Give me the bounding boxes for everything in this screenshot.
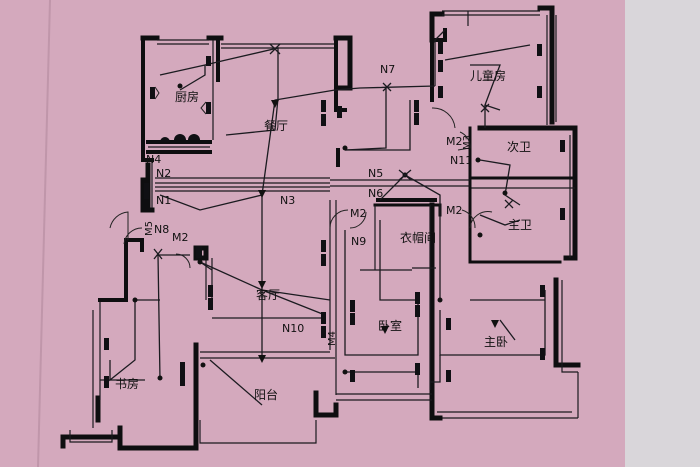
circuit-n10: N10 bbox=[282, 322, 304, 335]
fixture-living-right-2 bbox=[321, 312, 326, 338]
fixture-bedroom-bottom bbox=[350, 363, 420, 382]
fixture-bath2-right bbox=[560, 208, 565, 220]
walls bbox=[60, 5, 581, 451]
room-labels: 厨房 餐厅 儿童房 次卫 主卫 衣帽间 客厅 卧室 主卧 书房 阳台 bbox=[115, 68, 532, 402]
room-kids: 儿童房 bbox=[470, 68, 506, 83]
circuit-m2-cloak: M2 bbox=[350, 207, 367, 220]
fixture-corridor bbox=[144, 183, 202, 258]
background-right bbox=[625, 0, 700, 467]
room-master-bath: 主卫 bbox=[508, 218, 532, 232]
room-balcony: 阳台 bbox=[254, 387, 278, 402]
fixture-kitchen-top bbox=[206, 56, 211, 66]
circuit-labels: N7 N4 N2 N1 N3 N5 N6 N8 N9 N10 N11 M2 M2… bbox=[144, 63, 473, 346]
circuit-m5: M5 bbox=[144, 221, 155, 236]
room-master-bedroom: 主卧 bbox=[484, 335, 508, 349]
fixture-kids-left-3 bbox=[438, 86, 443, 98]
circuit-m2-living: M2 bbox=[172, 231, 189, 244]
fixture-n7-right bbox=[414, 100, 419, 125]
circuit-m2-bath-upper: M2 bbox=[446, 135, 463, 148]
circuit-m4: M4 bbox=[327, 331, 338, 346]
ceiling-lights bbox=[153, 43, 514, 260]
fixture-living-left-2 bbox=[208, 298, 213, 310]
circuit-n1: N1 bbox=[156, 194, 171, 207]
room-dining: 餐厅 bbox=[264, 118, 288, 133]
room-living: 客厅 bbox=[256, 287, 280, 302]
fixture-living-right-1 bbox=[321, 240, 326, 266]
circuit-m3: M3 bbox=[462, 135, 473, 150]
doors bbox=[109, 107, 493, 269]
fixture-master-left bbox=[446, 318, 451, 382]
paper-fold bbox=[37, 0, 51, 467]
circuit-n4: N4 bbox=[146, 153, 161, 166]
circuit-n3: N3 bbox=[280, 194, 295, 207]
circuit-n7: N7 bbox=[380, 63, 395, 76]
kitchen-counter-fixtures bbox=[160, 134, 200, 142]
fixture-dining-left bbox=[321, 100, 326, 126]
fixture-master-right bbox=[540, 285, 545, 360]
room-kitchen: 厨房 bbox=[175, 89, 199, 104]
fixture-kids-right-2 bbox=[537, 86, 542, 98]
fixture-kids-left-2 bbox=[438, 60, 443, 72]
room-cloakroom: 衣帽间 bbox=[400, 230, 436, 245]
fixture-bedroom-right bbox=[415, 292, 420, 317]
fixture-living-left-1 bbox=[208, 285, 213, 297]
circuit-n9: N9 bbox=[351, 235, 366, 248]
light-points bbox=[132, 83, 508, 381]
fixture-kids-left-1 bbox=[438, 42, 443, 54]
fixture-bedroom-left bbox=[350, 300, 355, 325]
room-bedroom: 卧室 bbox=[378, 318, 402, 333]
circuit-n8: N8 bbox=[154, 223, 169, 236]
junction-markers bbox=[258, 100, 499, 363]
paper-sheet bbox=[0, 0, 625, 467]
room-second-bath: 次卫 bbox=[507, 140, 531, 154]
fixture-bath-right bbox=[560, 140, 565, 152]
circuit-n6: N6 bbox=[368, 187, 383, 200]
circuit-n11: N11 bbox=[450, 154, 472, 167]
circuit-n5: N5 bbox=[368, 167, 383, 180]
fixture-study-right bbox=[180, 362, 185, 386]
fixture-study-left bbox=[104, 338, 109, 388]
fixture-kitchen-right bbox=[200, 101, 211, 115]
fixture-kids-right-1 bbox=[537, 44, 542, 56]
fixture-n7-left bbox=[337, 106, 342, 118]
fixtures bbox=[104, 42, 565, 388]
circuit-m2-bath-lower: M2 bbox=[446, 204, 463, 217]
fixture-kitchen-left bbox=[150, 86, 160, 100]
room-study: 书房 bbox=[115, 376, 139, 391]
circuit-n2: N2 bbox=[156, 167, 171, 180]
